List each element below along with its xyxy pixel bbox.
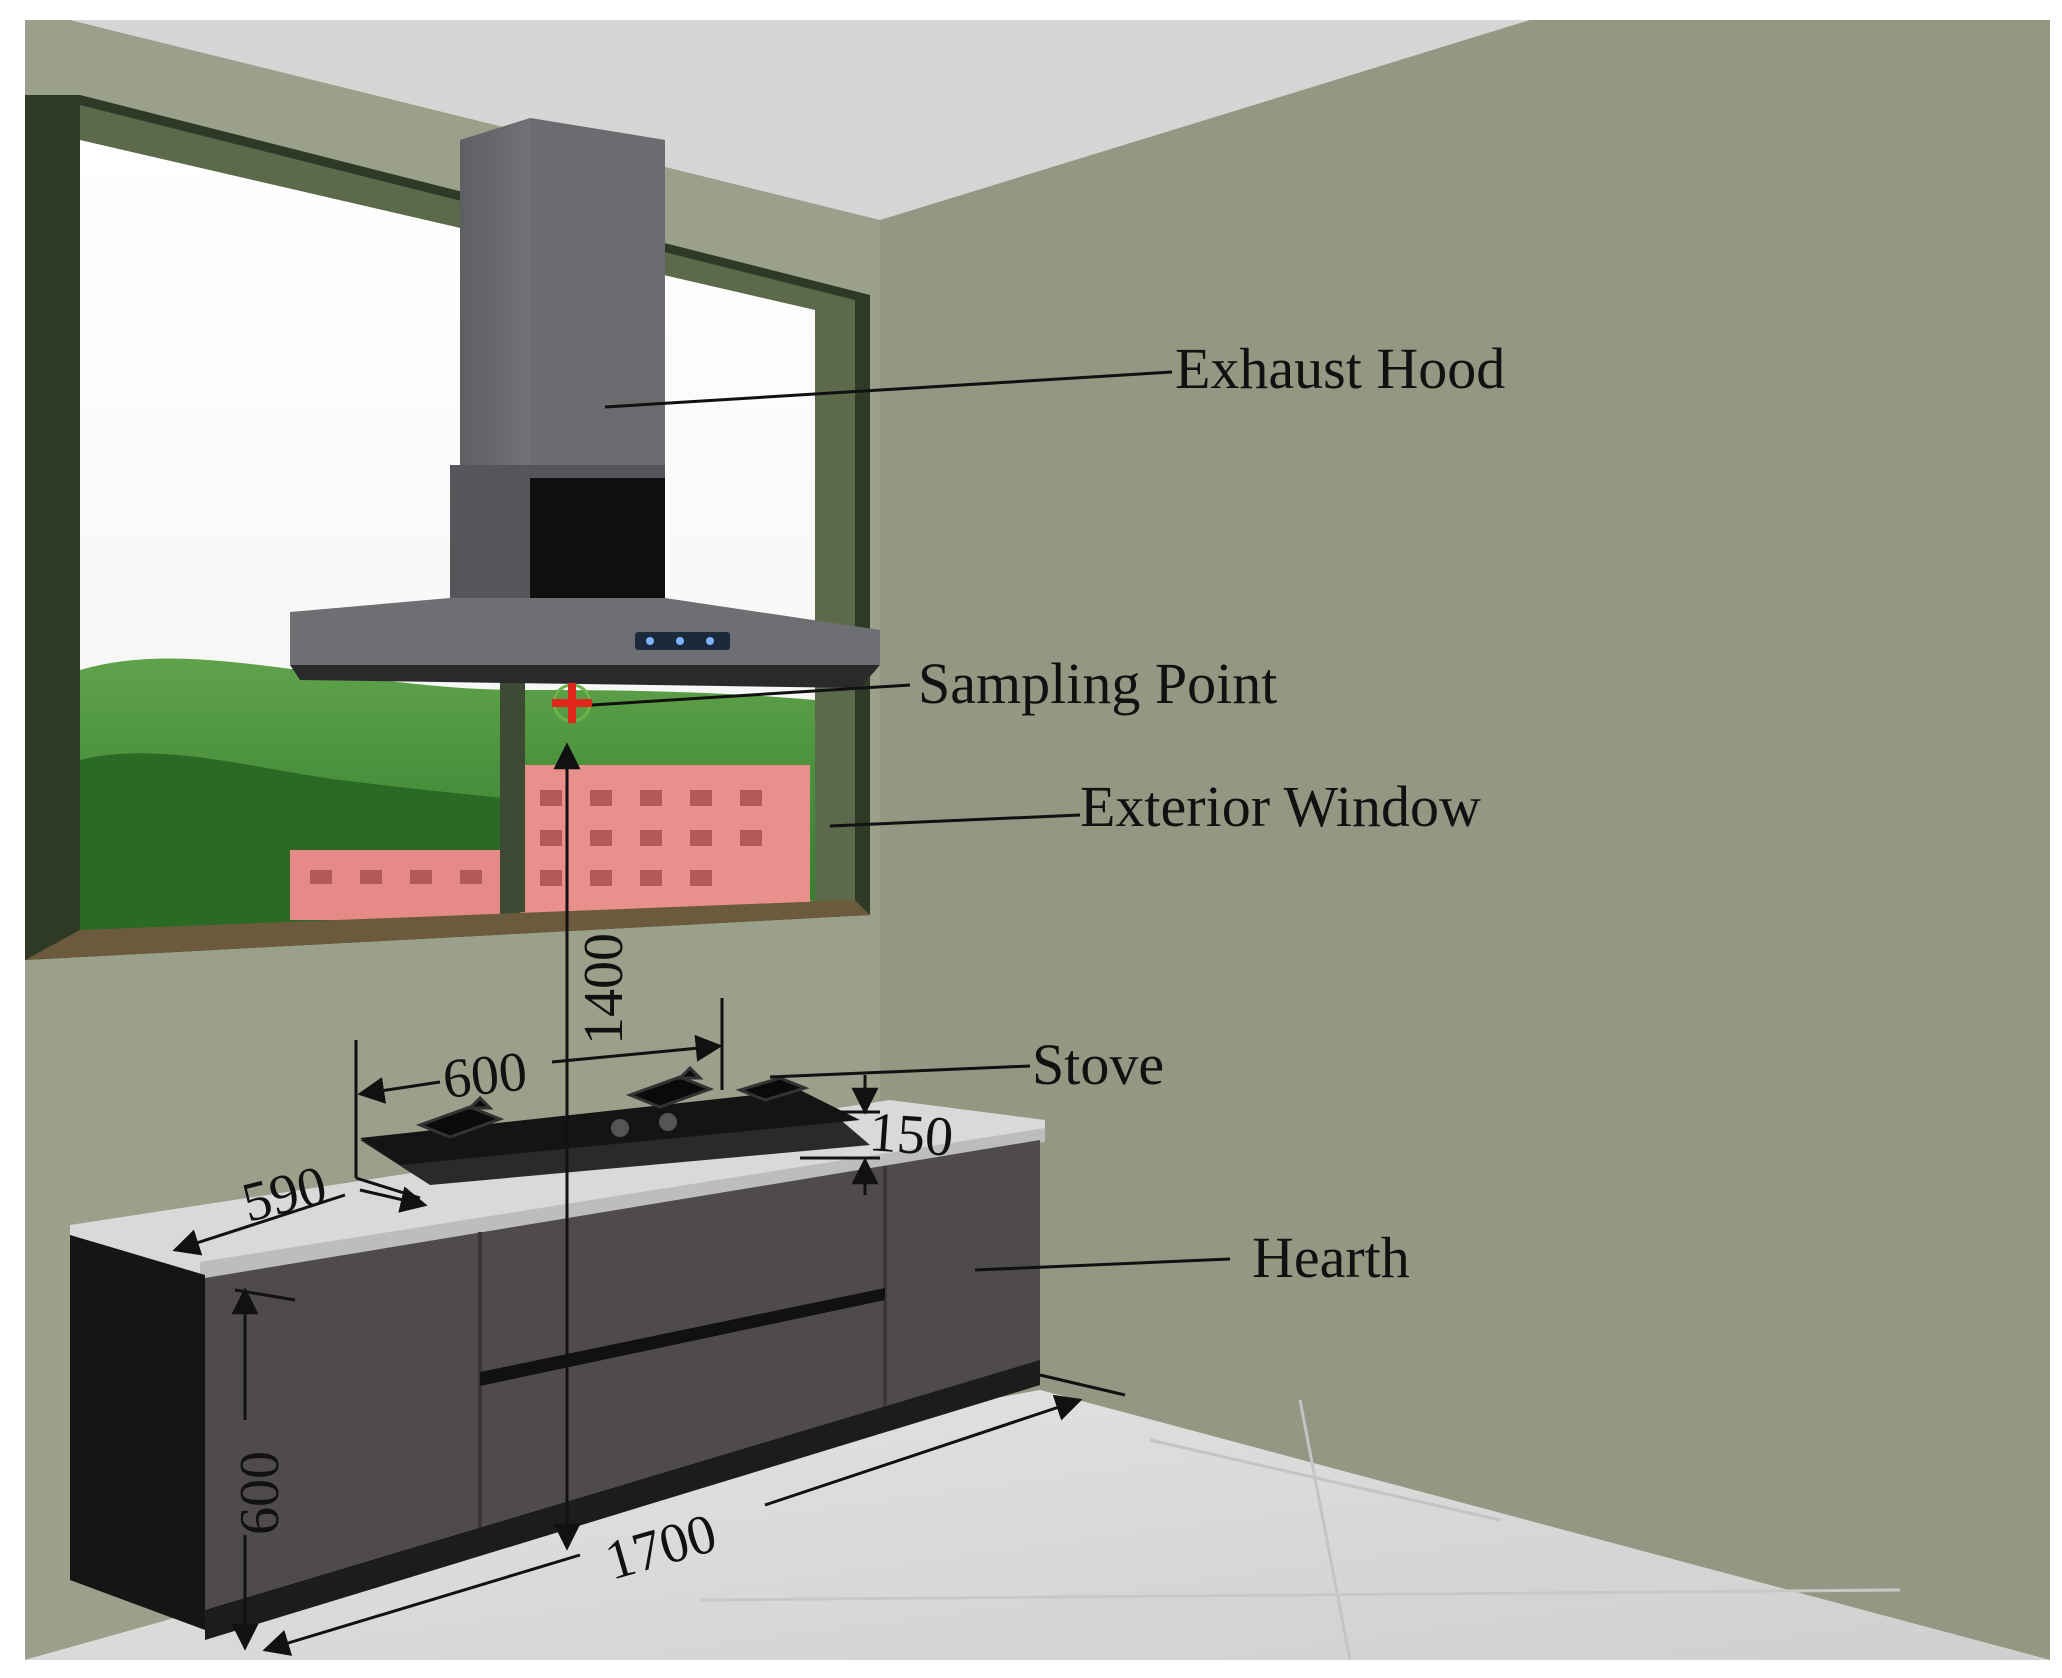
window-sill (25, 900, 870, 960)
window-building (520, 765, 810, 915)
floor-tile-line (1149, 1438, 1501, 1522)
label-stove: Stove (1032, 1032, 1164, 1097)
leader-hearth (974, 1257, 1231, 1272)
hood-canopy-bottom (290, 665, 880, 688)
label-exhaust-hood: Exhaust Hood (1175, 336, 1505, 401)
leader-exhaust-hood (604, 370, 1173, 409)
label-exterior-window: Exterior Window (1080, 774, 1481, 839)
label-hearth: Hearth (1252, 1225, 1410, 1290)
cabinet-left-end (70, 1235, 205, 1630)
dim-line-590 (172, 1193, 346, 1256)
sampling-point-marker (552, 683, 592, 723)
exhaust-hood (290, 118, 880, 688)
callout-leaders (591, 370, 1231, 1272)
dim-ext (1039, 1373, 1126, 1397)
dim-text-stove-600: 600 (440, 1040, 530, 1110)
hood-control-light (676, 637, 684, 645)
cabinet-drawer-handle (480, 1288, 885, 1386)
building-windows (310, 790, 762, 886)
dim-text-cabinet-600: 600 (229, 1451, 291, 1535)
stove-knob (611, 1119, 629, 1137)
leader-stove (769, 1064, 1031, 1079)
hood-canopy (290, 598, 880, 665)
window-building (290, 850, 500, 920)
dim-line-1700 (262, 1553, 581, 1656)
leader-exterior-window (829, 813, 1081, 828)
dim-text-1400: 1400 (573, 933, 635, 1045)
hood-control-light (706, 637, 714, 645)
hearth (70, 1100, 1045, 1640)
side-wall (880, 20, 2050, 1660)
dim-line-1700 (764, 1394, 1083, 1507)
dim-line-stove-600 (551, 1034, 723, 1064)
hood-body-dark (530, 478, 665, 610)
stove-top (360, 1090, 860, 1165)
hood-chimney-side (530, 118, 665, 470)
cabinet-plinth (205, 1360, 1040, 1640)
stove (360, 1065, 870, 1185)
label-sampling-point: Sampling Point (918, 651, 1277, 716)
floor-tile-line (699, 1588, 1901, 1602)
stove-knob (659, 1113, 677, 1131)
dimension-lines (172, 742, 1126, 1656)
countertop-edge (200, 1128, 1045, 1280)
leader-sampling-point (591, 683, 911, 707)
cabinet-front (205, 1140, 1040, 1630)
dim-line-590 (359, 1186, 428, 1213)
floor-tile-line (1298, 1399, 1352, 1661)
dim-line-stove-600 (357, 1077, 441, 1104)
ceiling-right (70, 20, 1530, 220)
dim-text-150: 150 (867, 1101, 955, 1169)
hood-control-light (646, 637, 654, 645)
stove-grates (415, 1065, 810, 1139)
